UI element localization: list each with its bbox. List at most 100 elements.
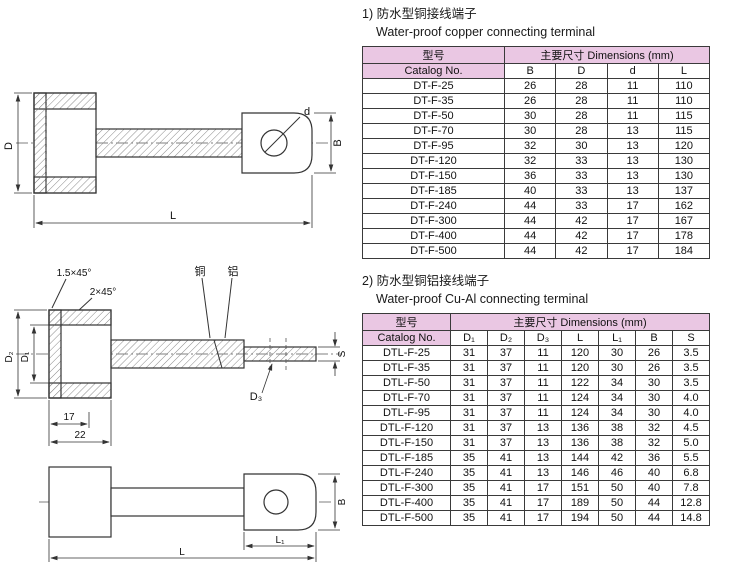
dimension-cell: 124 <box>561 390 599 406</box>
cu-al-junction-line <box>213 339 223 369</box>
dim-label-22: 22 <box>74 430 86 441</box>
dimension-cell: 184 <box>657 243 711 259</box>
dimension-cell: 11 <box>606 93 659 109</box>
dimension-cell: 162 <box>657 198 711 214</box>
dimension-cell: 32 <box>635 420 673 436</box>
dimension-cell: 13 <box>606 153 659 169</box>
dimension-cell: 13 <box>524 435 562 451</box>
dimension-cell: 178 <box>657 228 711 244</box>
dimension-cell: 50 <box>598 495 636 511</box>
dimension-cell: 44 <box>503 198 557 214</box>
leader-line <box>224 277 233 339</box>
dimension-cell: 41 <box>487 450 525 466</box>
col-header-S: S <box>672 330 710 346</box>
dimension-cell: 31 <box>450 375 488 391</box>
dimension-cell: 30 <box>635 390 673 406</box>
dimension-cell: 30 <box>635 405 673 421</box>
dimension-cell: 17 <box>606 198 659 214</box>
dimension-cell: 13 <box>606 183 659 199</box>
leader-line <box>261 363 273 394</box>
dimension-cell: 11 <box>524 345 562 361</box>
leader-line <box>201 277 211 339</box>
dimension-cell: 30 <box>598 345 636 361</box>
dimension-cell: 33 <box>555 183 608 199</box>
dim-label-D3: D₃ <box>250 391 262 403</box>
dimension-cell: 31 <box>450 360 488 376</box>
col-header-D: D <box>555 63 608 79</box>
dimension-cell: 4.0 <box>672 405 710 421</box>
section2-title-en: Water-proof Cu-Al connecting terminal <box>376 291 589 306</box>
section1-title-cn: 1) 防水型铜接线端子 <box>362 7 477 21</box>
dimension-cell: 28 <box>555 78 608 94</box>
section1-heading: 1) 防水型铜接线端子 Water-proof copper connectin… <box>362 6 726 41</box>
dim-label-D2: D₂ <box>4 351 15 362</box>
dimension-cell: 35 <box>450 510 488 526</box>
dimension-cell: 37 <box>487 375 525 391</box>
catalog-no-cell: DT-F-185 <box>362 183 505 199</box>
copper-label: 铜 <box>195 264 206 278</box>
dimension-cell: 12.8 <box>672 495 710 511</box>
dimension-cell: 115 <box>657 108 711 124</box>
dimension-cell: 50 <box>598 510 636 526</box>
table-header-row: 型号 主要尺寸 Dimensions (mm) <box>362 46 710 64</box>
dim-label-L1: L₁ <box>276 535 286 546</box>
col-header-model-en: Catalog No. <box>362 330 451 346</box>
dimension-cell: 137 <box>657 183 711 199</box>
catalog-no-cell: DT-F-240 <box>362 198 505 214</box>
dimension-cell: 3.5 <box>672 360 710 376</box>
col-header-dimensions: 主要尺寸 Dimensions (mm) <box>504 46 710 64</box>
catalog-no-cell: DTL-F-35 <box>362 360 451 376</box>
leader-line <box>51 278 67 309</box>
dimension-cell: 31 <box>450 420 488 436</box>
barrel-end <box>33 92 47 194</box>
dimension-cell: 37 <box>487 420 525 436</box>
dimension-cell: 31 <box>450 405 488 421</box>
dimension-cell: 13 <box>606 123 659 139</box>
dimension-cell: 4.5 <box>672 420 710 436</box>
catalog-no-cell: DT-F-150 <box>362 168 505 184</box>
dimension-cell: 30 <box>598 360 636 376</box>
dimension-cell: 37 <box>487 360 525 376</box>
col-header-D2: D₂ <box>487 330 525 346</box>
dimension-cell: 13 <box>606 168 659 184</box>
catalog-no-cell: DT-F-25 <box>362 78 505 94</box>
catalog-no-cell: DT-F-500 <box>362 243 505 259</box>
dimension-cell: 14.8 <box>672 510 710 526</box>
dimension-cell: 28 <box>555 93 608 109</box>
shaft-outline <box>110 487 245 517</box>
dimension-cell: 5.5 <box>672 450 710 466</box>
table-subheader-row: Catalog No. D₁ D₂ D₃ L L₁ B S <box>362 330 710 346</box>
dimension-cell: 3.5 <box>672 375 710 391</box>
dimension-cell: 44 <box>503 243 557 259</box>
dimension-cell: 151 <box>561 480 599 496</box>
dim-label-d: d <box>304 106 310 118</box>
col-header-B: B <box>503 63 557 79</box>
catalog-no-cell: DTL-F-240 <box>362 465 451 481</box>
catalog-no-cell: DTL-F-25 <box>362 345 451 361</box>
barrel-outline <box>48 466 112 538</box>
dimension-cell: 120 <box>657 138 711 154</box>
dimension-cell: 41 <box>487 465 525 481</box>
dimension-cell: 35 <box>450 465 488 481</box>
dimension-cell: 17 <box>606 213 659 229</box>
dimension-cell: 11 <box>524 360 562 376</box>
dimension-cell: 26 <box>635 345 673 361</box>
dimension-cell: 130 <box>657 168 711 184</box>
dimension-cell: 34 <box>598 405 636 421</box>
dimension-cell: 11 <box>606 108 659 124</box>
dimension-cell: 33 <box>555 153 608 169</box>
section2-title-cn: 2) 防水型铜铝接线端子 <box>362 274 490 288</box>
col-header-d: d <box>606 63 659 79</box>
col-header-L1: L₁ <box>598 330 636 346</box>
dimension-cell: 36 <box>635 450 673 466</box>
dimension-cell: 7.8 <box>672 480 710 496</box>
catalog-no-cell: DTL-F-185 <box>362 450 451 466</box>
catalog-no-cell: DT-F-300 <box>362 213 505 229</box>
catalog-no-cell: DT-F-70 <box>362 123 505 139</box>
dimension-cell: 30 <box>503 123 557 139</box>
dimension-cell: 6.8 <box>672 465 710 481</box>
